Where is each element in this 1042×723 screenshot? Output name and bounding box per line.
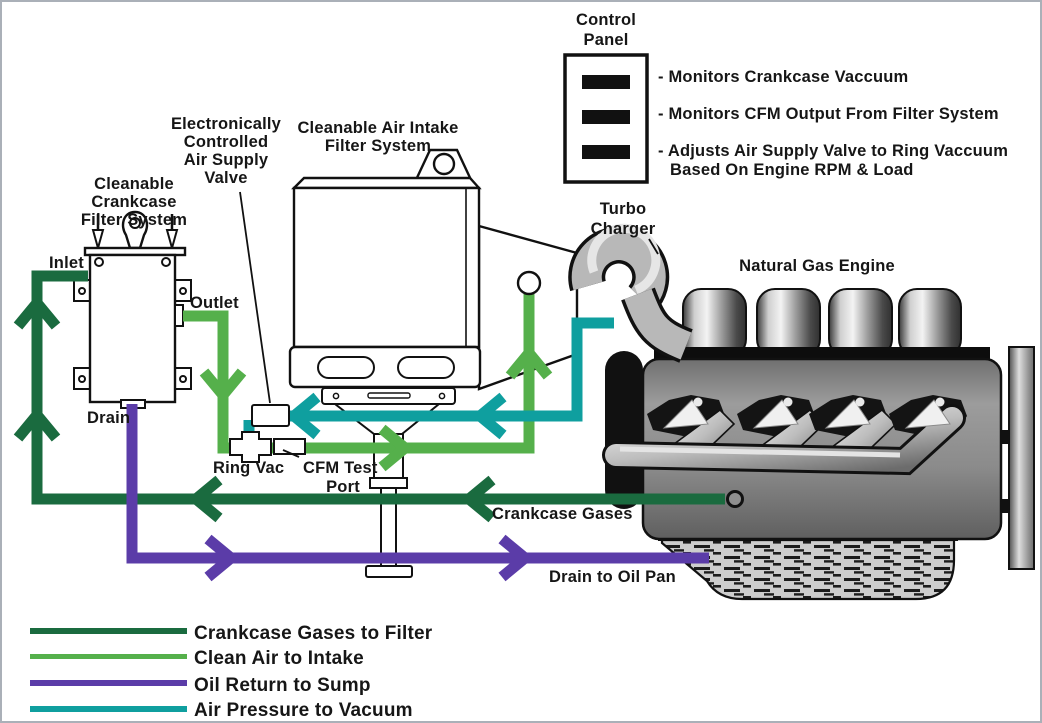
- indicator-bar: [582, 145, 630, 159]
- inlet-label: Inlet: [49, 254, 84, 272]
- air-pressure-line: [255, 317, 614, 422]
- plate-tab: [1002, 430, 1011, 444]
- crankcase-filter-label: Filter System: [81, 211, 187, 229]
- turbo-highlight: [587, 223, 661, 295]
- clean-air-line: [183, 294, 535, 454]
- crankcase-port: [726, 490, 744, 508]
- legend-swatch: [30, 706, 187, 712]
- legend-swatch: [30, 654, 187, 659]
- cylinder-stack: [756, 288, 821, 358]
- stand-foot: [365, 565, 413, 578]
- engine-label: Natural Gas Engine: [739, 257, 895, 275]
- natural-gas-engine: [602, 288, 1035, 601]
- indicator-bar: [582, 75, 630, 89]
- bolt: [94, 257, 104, 267]
- intake-eyelet-hole: [432, 152, 456, 176]
- valve-label: Valve: [204, 169, 247, 187]
- legend-label: Crankcase Gases to Filter: [194, 623, 433, 644]
- bracket-hole: [179, 287, 187, 295]
- exhaust-manifold: [602, 351, 967, 509]
- turbo-label: Turbo: [600, 200, 647, 218]
- intake-top-bevel: [291, 176, 482, 190]
- bracket-hole: [78, 375, 86, 383]
- valve-cover-band: [654, 347, 990, 360]
- drain-to-oil-pan-label: Drain to Oil Pan: [549, 568, 676, 586]
- legend-swatch: [30, 680, 187, 686]
- valve-label: Controlled: [184, 133, 269, 151]
- base-slot: [397, 356, 455, 379]
- stand-collar: [369, 477, 408, 489]
- fittings: [229, 191, 744, 508]
- crankcase-filter-assembly: [73, 210, 192, 409]
- cfm-leader-line: [282, 449, 300, 458]
- panel-bullet: - Monitors Crankcase Vaccuum: [658, 68, 908, 86]
- oil-pan: [660, 538, 956, 601]
- mount-plate: [321, 387, 456, 405]
- bolt: [161, 257, 171, 267]
- flywheel-housing-plate: [1008, 346, 1035, 570]
- outlet-label: Outlet: [190, 294, 239, 312]
- cylinder-stack: [898, 288, 962, 358]
- control-panel-title: Control: [576, 11, 636, 29]
- outlet-port: [174, 304, 184, 327]
- port-cones: [662, 397, 951, 429]
- legend-label: Air Pressure to Vacuum: [194, 700, 413, 721]
- cylinder-stacks: [682, 288, 962, 358]
- ring-vac-fitting: [229, 431, 272, 463]
- panel-bullet: Based On Engine RPM & Load: [670, 161, 914, 179]
- intake-filter-label: Cleanable Air Intake: [297, 119, 458, 137]
- valve-label: Air Supply: [184, 151, 269, 169]
- ring-vac-label: Ring Vac: [213, 459, 284, 477]
- crankcase-filter-label: Cleanable: [94, 175, 174, 193]
- cylinder-stack: [682, 288, 747, 358]
- cfm-test-port-fitting: [273, 438, 306, 455]
- flow-lines: [18, 270, 725, 577]
- intake-filter-housing: [292, 186, 481, 349]
- panel-bullet: - Adjusts Air Supply Valve to Ring Vaccu…: [658, 142, 1008, 160]
- cfm-test-label: CFM Test: [303, 459, 378, 477]
- plate-slot: [367, 392, 411, 399]
- crankcase-filter-housing: [88, 253, 177, 404]
- valve-leader-line: [239, 191, 271, 404]
- drain-label: Drain: [87, 409, 130, 427]
- air-supply-valve: [251, 404, 290, 427]
- crankcase-filter-label: Crankcase: [91, 193, 176, 211]
- collector-highlight: [619, 446, 901, 458]
- duct-test-port: [516, 270, 542, 296]
- legend-swatch: [30, 628, 187, 634]
- indicator-bar: [582, 110, 630, 124]
- intake-filter-label: Filter System: [325, 137, 431, 155]
- turbo-outlet-duct: [624, 288, 692, 360]
- bracket-hole: [78, 287, 86, 295]
- cfm-test-label: Port: [326, 478, 360, 496]
- legend-label: Oil Return to Sump: [194, 675, 371, 696]
- control-panel-title: Panel: [583, 31, 628, 49]
- plate-hole: [438, 392, 446, 400]
- plate-tab: [1002, 499, 1011, 513]
- panel-bullet: - Monitors CFM Output From Filter System: [658, 105, 999, 123]
- bracket-hole: [179, 375, 187, 383]
- eyelet-hole: [129, 217, 141, 229]
- valve-label: Electronically: [171, 115, 282, 133]
- crankcase-gases-label: Crankcase Gases: [492, 505, 633, 523]
- turbo-leader-line: [648, 238, 659, 255]
- crankcase-gases-line: [31, 270, 725, 505]
- stud-flag: [91, 229, 105, 252]
- cylinder-stack: [828, 288, 893, 358]
- control-panel: [563, 53, 649, 184]
- base-slot: [317, 356, 375, 379]
- stud-flag: [165, 229, 179, 252]
- plate-hole: [332, 392, 340, 400]
- collector-pipe: [605, 407, 963, 473]
- legend: Crankcase Gases to Filter Clean Air to I…: [30, 623, 433, 721]
- turbo-charger: [568, 223, 693, 363]
- turbo-label: Charger: [591, 220, 656, 238]
- legend-label: Clean Air to Intake: [194, 648, 364, 669]
- text-labels: Control Panel - Monitors Crankcase Vaccu…: [49, 11, 1008, 586]
